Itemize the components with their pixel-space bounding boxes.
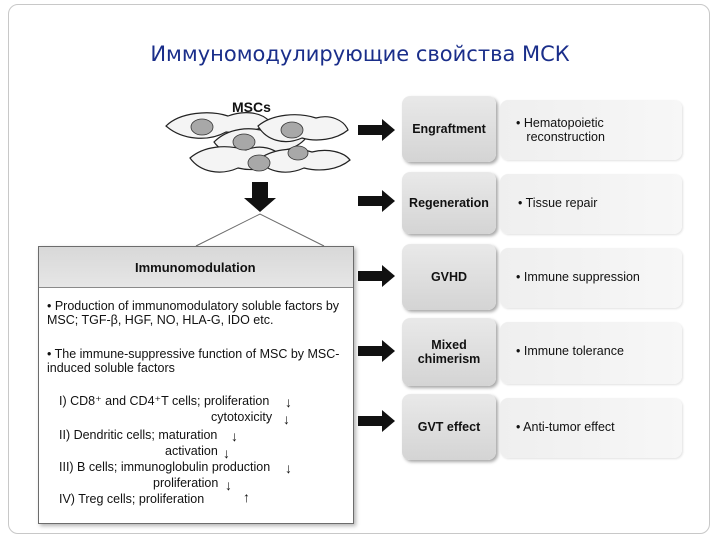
immunomodulation-title: Immunomodulation <box>135 260 256 275</box>
right-arrow-icon <box>358 265 395 287</box>
msc-label: MSCs <box>232 99 271 115</box>
effect-label: • Immune suppression <box>516 270 640 284</box>
effect-box-engraftment: • Hematopoietic reconstruction <box>500 100 682 160</box>
effect-label: • Immune tolerance <box>516 344 624 358</box>
immuno-item-2: II) Dendritic cells; maturation <box>59 428 218 442</box>
immuno-item-4: IV) Treg cells; proliferation <box>59 492 205 506</box>
outcome-box-regeneration: Regeneration <box>402 172 496 234</box>
outcome-label: GVHD <box>430 270 468 284</box>
down-arrow-icon <box>244 182 276 212</box>
right-arrow-icon <box>358 119 395 141</box>
immunomodulation-header <box>39 247 353 288</box>
right-arrow-icon <box>358 190 395 212</box>
outcome-label: GVT effect <box>417 420 481 434</box>
decrease-arrow-icon: ↓ <box>225 477 232 493</box>
immuno-item-1: I) CD8⁺ and CD4⁺T cells; proliferation <box>59 394 270 408</box>
effect-box-gvhd: • Immune suppression <box>500 248 682 308</box>
outcome-label: Mixed chimerism <box>417 338 481 366</box>
outcome-box-mixed-chimerism: Mixed chimerism <box>402 318 496 386</box>
msc-nucleus <box>287 145 309 161</box>
outcome-arrows <box>358 119 395 432</box>
slide-frame <box>8 4 710 534</box>
immuno-item-1-sub: cytotoxicity <box>211 410 273 424</box>
msc-nucleus <box>232 133 256 151</box>
page-title: Иммуномодулирующие свойства МСК <box>150 42 570 66</box>
right-arrow-icon <box>358 340 395 362</box>
effect-label: • Hematopoietic reconstruction <box>516 116 605 144</box>
panel-connector-triangle <box>195 213 325 247</box>
effect-label: • Tissue repair <box>518 196 598 210</box>
msc-cells-cluster <box>165 112 351 173</box>
immuno-item-3: III) B cells; immunoglobulin production <box>59 460 271 474</box>
outcome-box-gvhd: GVHD <box>402 244 496 310</box>
effect-label: • Anti-tumor effect <box>516 420 615 434</box>
decrease-arrow-icon: ↓ <box>285 460 292 476</box>
msc-nucleus <box>247 154 271 172</box>
immuno-item-2-sub: activation <box>165 444 218 458</box>
increase-arrow-icon: ↑ <box>243 489 250 505</box>
effect-box-mixed-chimerism: • Immune tolerance <box>500 322 682 384</box>
outcome-label: Regeneration <box>409 196 489 210</box>
right-arrow-icon <box>358 410 395 432</box>
outcome-label: Engraftment <box>412 122 486 136</box>
decrease-arrow-icon: ↓ <box>231 428 238 444</box>
outcome-box-engraftment: Engraftment <box>402 96 496 162</box>
decrease-arrow-icon: ↓ <box>283 411 290 427</box>
immunomodulation-panel: Immunomodulation • Production of immunom… <box>38 246 354 524</box>
decrease-arrow-icon: ↓ <box>285 394 292 410</box>
immuno-bullet-2: • The immune-suppressive function of MSC… <box>47 347 340 375</box>
immuno-item-3-sub: proliferation <box>153 476 219 490</box>
msc-nucleus <box>280 121 304 139</box>
outcome-box-gvt-effect: GVT effect <box>402 394 496 460</box>
immuno-bullet-1: • Production of immunomodulatory soluble… <box>47 299 340 327</box>
decrease-arrow-icon: ↓ <box>223 445 230 461</box>
msc-nucleus <box>190 118 214 136</box>
effect-box-gvt-effect: • Anti-tumor effect <box>500 398 682 458</box>
effect-box-regeneration: • Tissue repair <box>500 174 682 234</box>
